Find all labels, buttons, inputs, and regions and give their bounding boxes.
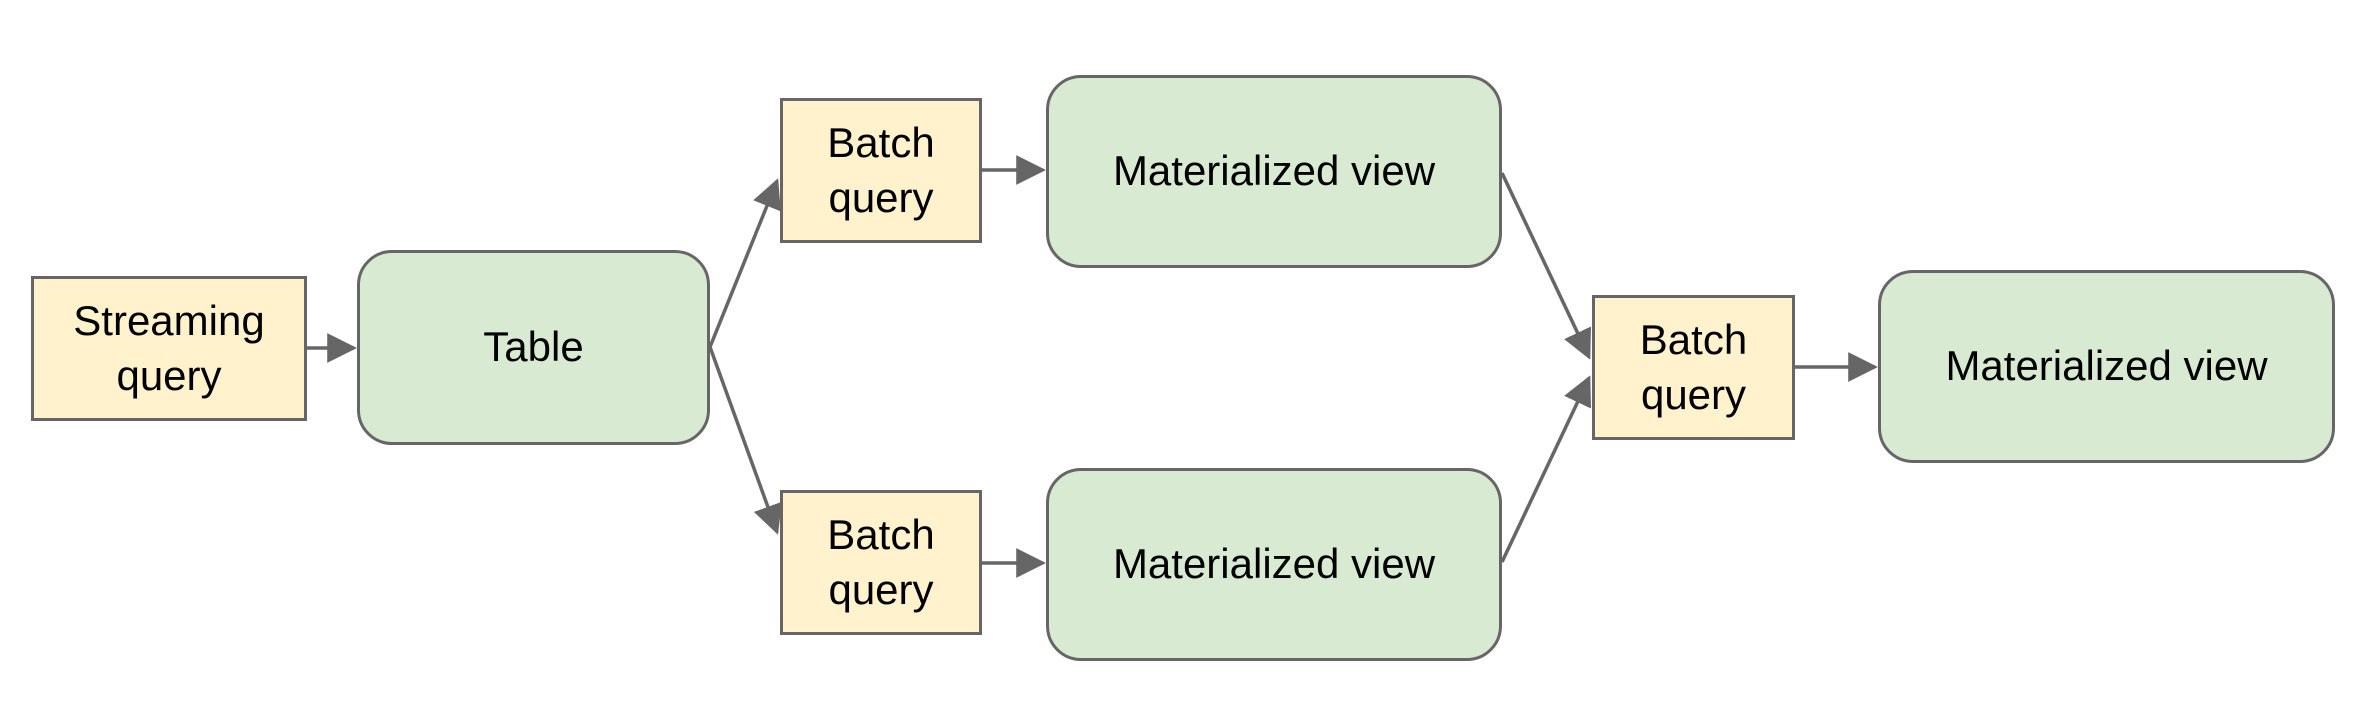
node-batch-query-right: Batch query [1592, 295, 1795, 440]
node-label-materialized-view-top: Materialized view [1112, 147, 1436, 195]
arrow-table-to-batch-query-top [708, 178, 781, 348]
node-label-table: Table [483, 323, 584, 371]
arrow-materialized-view-top-to-batch-query-right [1500, 172, 1592, 360]
node-materialized-view-top: Materialized view [1046, 75, 1502, 268]
node-label-materialized-view-right: Materialized view [1945, 342, 2268, 390]
node-materialized-view-bottom: Materialized view [1046, 468, 1502, 661]
node-streaming-query: Streaming query [31, 276, 307, 421]
node-label-batch-query-top: Batch query [827, 118, 935, 221]
node-batch-query-top: Batch query [780, 98, 982, 243]
node-label-materialized-view-bottom: Materialized view [1112, 540, 1436, 588]
node-batch-query-bottom: Batch query [780, 490, 982, 635]
node-label-streaming-query: Streaming query [73, 296, 265, 399]
node-materialized-view-right: Materialized view [1878, 270, 2335, 463]
node-label-batch-query-right: Batch query [1639, 315, 1748, 418]
node-label-batch-query-bottom: Batch query [827, 510, 935, 613]
arrow-materialized-view-bottom-to-batch-query-right [1500, 375, 1592, 563]
node-table: Table [357, 250, 710, 445]
arrow-table-to-batch-query-bottom [708, 346, 782, 535]
